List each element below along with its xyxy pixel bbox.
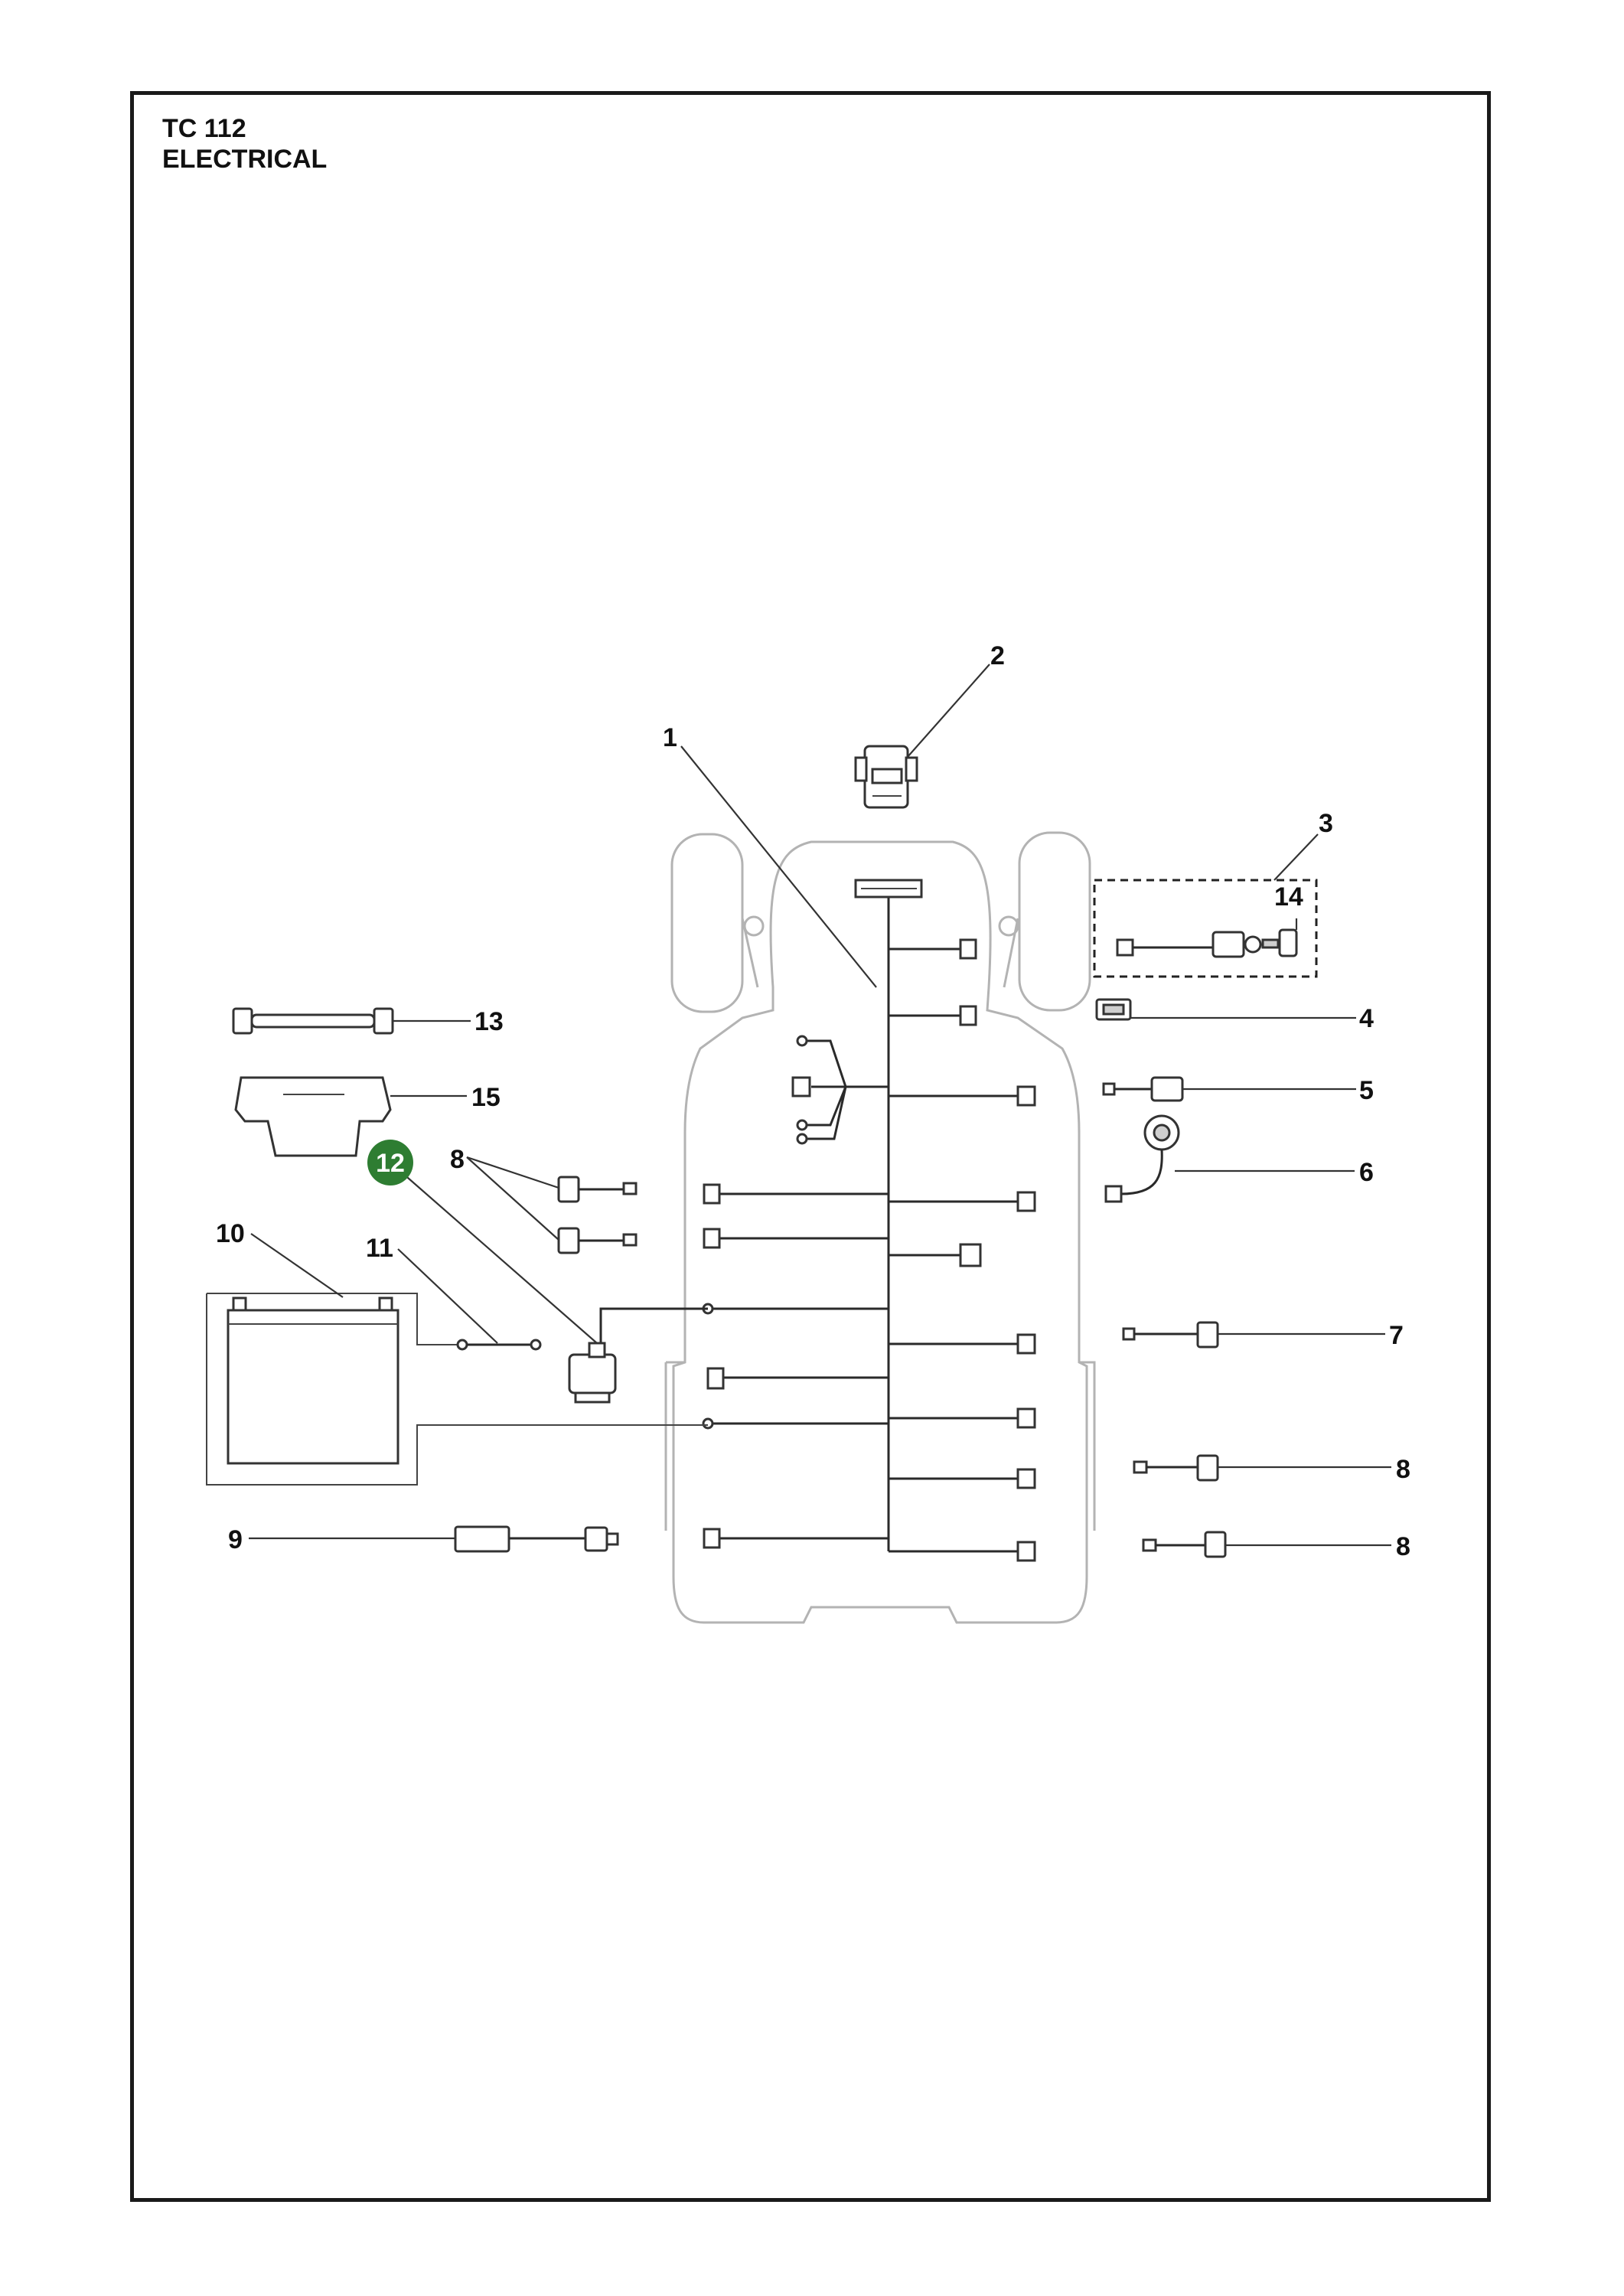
connector-r2 — [959, 1005, 977, 1026]
callout-13: 13 — [474, 1007, 504, 1036]
kit-dashed-box — [1093, 879, 1318, 978]
part-8-right-b — [1142, 1531, 1227, 1558]
hood-outline — [672, 840, 1088, 1624]
callout-9: 9 — [228, 1525, 243, 1554]
ignition-kit — [1093, 879, 1318, 978]
part-7 — [1122, 1321, 1219, 1349]
tractor-outline — [664, 831, 1096, 1624]
callout-6: 6 — [1359, 1158, 1374, 1187]
part-8-left — [557, 1176, 638, 1254]
connector-l3 — [703, 1228, 721, 1249]
callout-5: 5 — [1359, 1076, 1374, 1105]
connector-r7 — [1016, 1407, 1036, 1429]
leader-lines — [249, 664, 1391, 1547]
deck-outline — [664, 1361, 1096, 1531]
control-module — [854, 745, 918, 809]
connector-r5 — [959, 1243, 982, 1267]
right-mount — [998, 915, 1019, 937]
callout-8-left: 8 — [450, 1145, 465, 1174]
main-harness — [702, 879, 1036, 1562]
part-5-switch — [1102, 1076, 1184, 1102]
part-8-right-a — [1133, 1454, 1219, 1482]
callout-12[interactable]: 12 — [376, 1149, 405, 1178]
callout-14: 14 — [1274, 882, 1303, 912]
connector-l1 — [791, 1076, 811, 1097]
title-block: TC 112 ELECTRICAL — [162, 113, 327, 174]
callout-7: 7 — [1389, 1321, 1404, 1350]
page-frame — [130, 91, 1491, 2202]
callout-12-highlight[interactable]: 12 — [367, 1140, 413, 1186]
connector-r4 — [1016, 1191, 1036, 1212]
callout-15: 15 — [471, 1083, 501, 1112]
callout-8-right-a: 8 — [1396, 1455, 1410, 1484]
part-13-cable — [232, 1007, 394, 1035]
callout-2: 2 — [990, 641, 1005, 670]
connector-l4 — [706, 1367, 725, 1390]
part-10-battery — [206, 1293, 708, 1486]
callout-11: 11 — [366, 1234, 393, 1263]
part-9-switch — [454, 1525, 619, 1553]
callout-1: 1 — [663, 723, 677, 752]
part-15-cover — [234, 1076, 392, 1157]
connector-r8 — [1016, 1468, 1036, 1489]
connector-r6 — [1016, 1333, 1036, 1355]
callout-3: 3 — [1319, 809, 1333, 838]
highlight-badge[interactable] — [367, 1140, 413, 1186]
part-11-cable — [456, 1339, 542, 1351]
left-mount — [743, 915, 765, 937]
callout-4: 4 — [1359, 1004, 1374, 1033]
right-front-wheel — [1018, 831, 1091, 1012]
model-title: TC 112 — [162, 114, 246, 143]
part-4 — [1095, 998, 1132, 1021]
connector-r3 — [1016, 1085, 1036, 1107]
axle-lines — [741, 918, 1019, 988]
part-6-sensor — [1104, 1114, 1180, 1203]
callout-numbers: 1 2 3 14 4 5 6 7 8 8 8 9 10 11 12 13 15 — [216, 641, 1410, 1561]
connector-r9 — [1016, 1541, 1036, 1562]
left-front-wheel — [670, 833, 744, 1013]
connector-r1 — [959, 938, 977, 960]
connector-l5 — [703, 1528, 721, 1549]
callout-10: 10 — [216, 1219, 245, 1248]
callout-8-right-b: 8 — [1396, 1532, 1410, 1561]
connector-l2 — [703, 1183, 721, 1205]
part-12-solenoid — [568, 1307, 708, 1404]
section-title: ELECTRICAL — [162, 145, 328, 174]
